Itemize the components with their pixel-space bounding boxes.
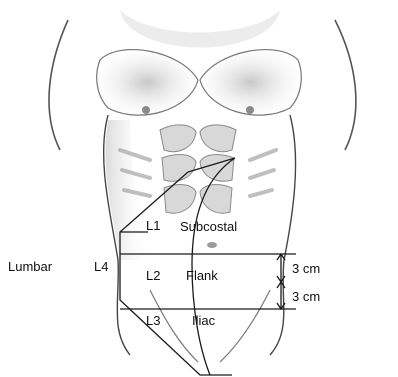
- label-l3: L3: [146, 313, 160, 328]
- label-subcostal: Subcostal: [180, 219, 237, 234]
- rib-streaks: [120, 150, 276, 196]
- left-arm-outline: [49, 20, 68, 150]
- label-flank: Flank: [186, 268, 218, 283]
- label-distance-lower: 3 cm: [292, 289, 320, 304]
- right-inguinal-line: [220, 290, 270, 362]
- navel: [207, 242, 217, 248]
- right-nipple: [246, 106, 254, 114]
- right-arm-outline: [335, 20, 356, 150]
- label-lumbar: Lumbar: [8, 259, 53, 274]
- label-iliac: Iliac: [192, 313, 216, 328]
- left-nipple: [142, 106, 150, 114]
- label-l1: L1: [146, 218, 160, 233]
- label-distance-upper: 3 cm: [292, 261, 320, 276]
- label-l4: L4: [94, 259, 108, 274]
- label-l2: L2: [146, 268, 160, 283]
- right-pec: [200, 50, 301, 116]
- neck-shade: [120, 10, 280, 48]
- left-pec: [97, 50, 198, 116]
